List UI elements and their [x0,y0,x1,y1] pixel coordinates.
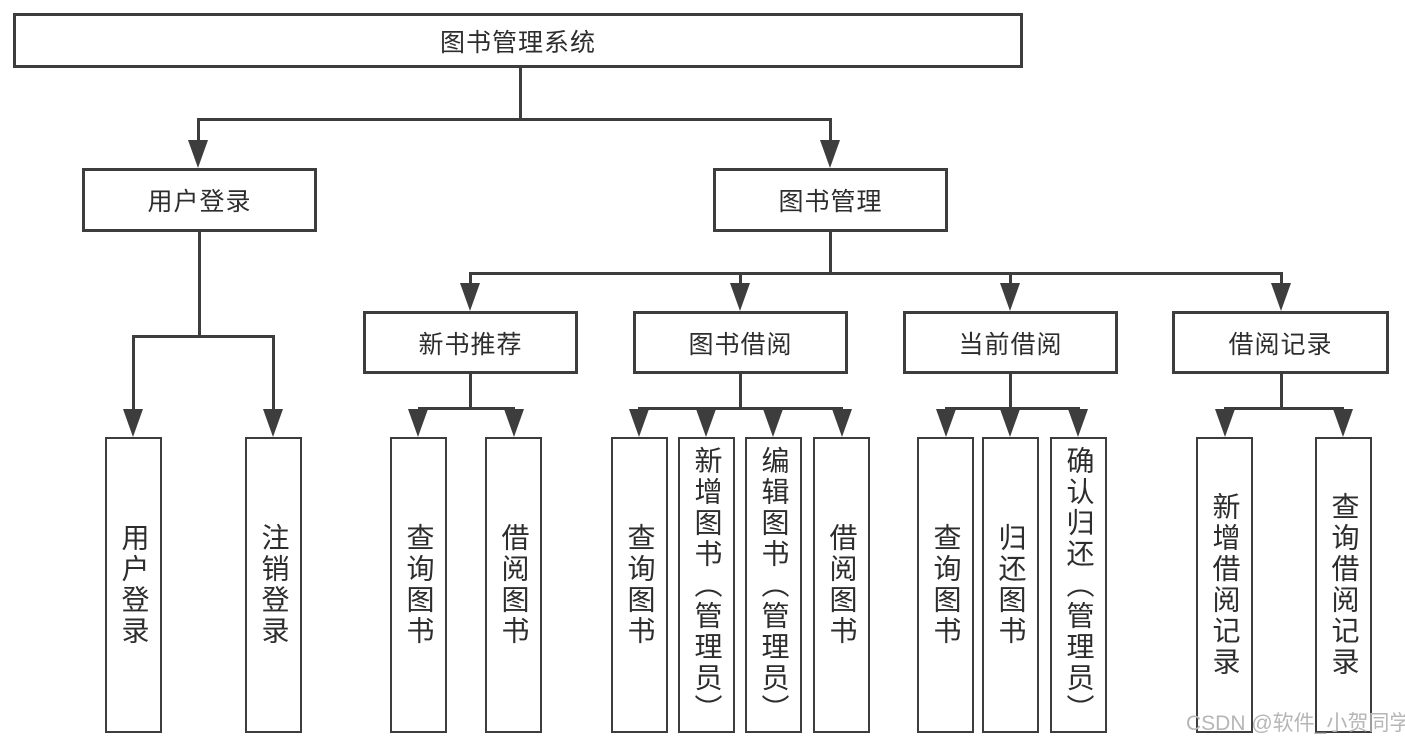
node-label: 归还图书 [995,523,1027,647]
node-label: 借阅图书 [498,523,530,647]
node-add-borrow-record: 新增借阅记录 [1196,437,1253,733]
arrow-down-icon [820,140,840,168]
arrow-down-icon [832,409,852,437]
node-label: 图书管理系统 [439,28,596,57]
connector-branch-records [1224,407,1344,410]
node-label: 确认归还（管理员） [1063,445,1095,725]
node-library-management-system: 图书管理系统 [13,13,1023,68]
arrow-down-icon [1333,409,1353,437]
node-borrow-books-recommend: 借阅图书 [485,437,542,733]
node-confirm-return-admin: 确认归还（管理员） [1050,437,1107,733]
node-query-books-recommend: 查询图书 [390,437,447,733]
arrow-down-icon [763,409,783,437]
connector-branch-current [945,407,1080,410]
node-label: 查询图书 [930,523,962,647]
node-label: 当前借阅 [958,330,1063,359]
node-label: 图书借阅 [688,330,793,359]
node-label: 查询图书 [624,523,656,647]
node-edit-book-admin: 编辑图书（管理员） [745,437,802,733]
connector-branch-borrowing [638,407,843,410]
connector-drop [132,335,135,411]
node-book-management: 图书管理 [713,168,948,232]
connector-book-mgmt-stem [829,232,832,273]
connector-drop-book-mgmt [829,118,832,143]
connector-user-login-stem [198,232,201,336]
connector-stem [1280,374,1283,409]
node-add-book-admin: 新增图书（管理员） [678,437,735,733]
arrow-down-icon [730,283,750,311]
connector-drop-user-login [197,118,200,143]
node-label: 借阅图书 [826,523,858,647]
node-query-books-current: 查询图书 [917,437,974,733]
arrow-down-icon [504,409,524,437]
connector-user-login-branch [132,335,275,338]
connector-drop [469,272,472,285]
arrow-down-icon [629,409,649,437]
connector-drop [272,335,275,411]
arrow-down-icon [263,409,283,437]
connector-drop [739,272,742,285]
arrow-down-icon [936,409,956,437]
node-label: 注销登录 [258,523,290,647]
node-label: 图书管理 [778,188,883,216]
arrow-down-icon [460,283,480,311]
connector-stem [739,374,742,409]
node-borrowing-records: 借阅记录 [1172,311,1389,374]
node-label: 查询借阅记录 [1328,492,1360,678]
node-logout: 注销登录 [245,437,302,733]
node-book-borrowing: 图书借阅 [633,311,848,374]
node-label: 新增图书（管理员） [691,445,723,725]
connector-root-branch [197,118,831,121]
node-label: 用户登录 [118,523,150,647]
node-label: 用户登录 [147,188,252,216]
arrow-down-icon [1215,409,1235,437]
node-return-books: 归还图书 [982,437,1039,733]
node-user-login-leaf: 用户登录 [105,437,162,733]
arrow-down-icon [408,409,428,437]
arrow-down-icon [1000,283,1020,311]
connector-drop [1280,272,1283,285]
connector-branch-recommend [418,407,515,410]
connector-root-stem [519,68,522,119]
node-label: 编辑图书（管理员） [758,445,790,725]
connector-stem [469,374,472,409]
node-new-book-recommendation: 新书推荐 [363,311,578,374]
arrow-down-icon [1271,283,1291,311]
arrow-down-icon [1068,409,1088,437]
arrow-down-icon [188,140,208,168]
node-label: 借阅记录 [1228,330,1333,359]
node-user-login: 用户登录 [82,168,317,232]
node-borrow-books: 借阅图书 [813,437,870,733]
arrow-down-icon [123,409,143,437]
node-query-borrow-record: 查询借阅记录 [1315,437,1372,733]
node-current-borrowing: 当前借阅 [903,311,1118,374]
node-label: 新书推荐 [418,330,523,359]
csdn-watermark: CSDN @软件_小贺同学 [1186,712,1405,735]
connector-book-mgmt-branch [469,272,1282,275]
node-query-books-borrowing: 查询图书 [611,437,668,733]
connector-drop [1009,272,1012,285]
connector-stem [1009,374,1012,409]
arrow-down-icon [1000,409,1020,437]
node-label: 查询图书 [403,523,435,647]
arrow-down-icon [696,409,716,437]
node-label: 新增借阅记录 [1209,492,1241,678]
